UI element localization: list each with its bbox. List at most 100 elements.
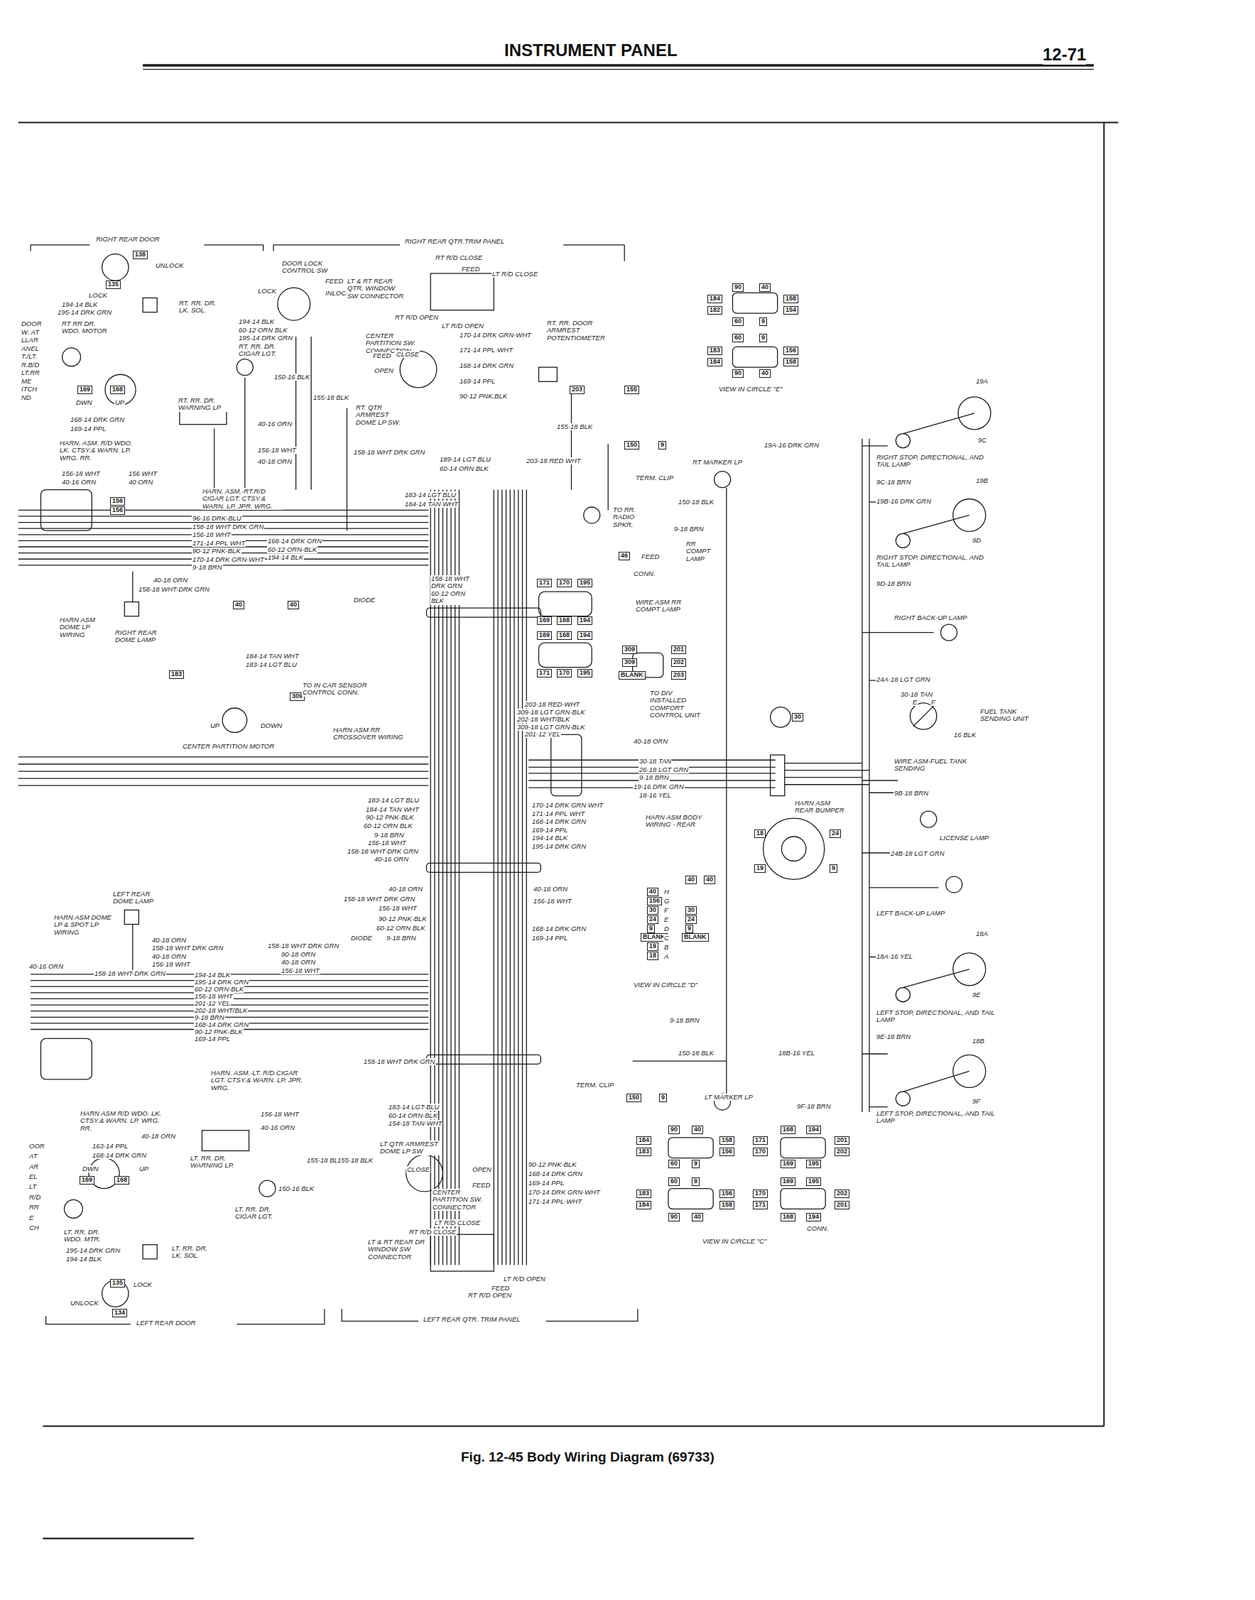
connector-cavity: 90 [668, 1125, 680, 1135]
wire-label: 9F [971, 1098, 981, 1106]
wire-label: 150-18 BLK [677, 498, 715, 506]
wire-label: CLOSE [406, 1166, 431, 1174]
wire-label: 9D [971, 536, 982, 545]
wire-label: UP [114, 399, 126, 407]
connector-cavity: 154 [783, 306, 799, 315]
wire-label: LT R/D CLOSE [491, 270, 539, 278]
wire-label: 60-12 ORN BLK [237, 326, 289, 334]
connector-cavity: 24 [685, 915, 697, 925]
wire-label: E [911, 698, 918, 706]
wire-label: HARN ASM DOME LP WIRING [58, 616, 103, 639]
wire-label: 158-18 WHT DRK GRN [151, 944, 224, 952]
wire-label: 156-18 WHT [367, 839, 407, 847]
connector-cavity: 138 [132, 250, 148, 260]
wire-label: 202-18 WHT/BLK [193, 1007, 248, 1015]
wire-label: TO RR. RADIO SPKR. [612, 506, 653, 529]
wire-label: 9C-18 BRN [875, 478, 912, 486]
wire-label: DIODE [350, 934, 373, 942]
wire-label: 40-18 ORN [140, 1132, 177, 1140]
connector-cavity: 9 [647, 924, 655, 934]
wire-label: 168-14 DRK GRN [531, 818, 587, 826]
wire-label: AT [28, 1152, 38, 1160]
connector-cavity: 90 [668, 1213, 680, 1222]
wire-label: 183-14 LGT-BLU [387, 1103, 440, 1111]
wire-label: LOCK [257, 287, 277, 295]
wire-label: 168-14 DRK GRN [527, 1170, 584, 1178]
wire-label: LEFT REAR DOME LAMP [112, 890, 155, 906]
wire-label: RIGHT REAR DOME LAMP [114, 629, 163, 645]
wire-label: VIEW IN CIRCLE "C" [701, 1237, 768, 1246]
connector-cavity: 158 [783, 294, 799, 304]
connector-cavity: 156 [647, 897, 662, 906]
wire-label: 40-18 ORN [387, 885, 424, 893]
connector-cavity: 156 [719, 1147, 735, 1157]
wire-label: 40-18 ORN [152, 576, 189, 584]
wire-label: HARN ASM DOME LP & SPOT LP WIRING [53, 914, 116, 937]
connector-cavity: 40 [759, 283, 771, 292]
wire-label: W. AT [20, 328, 40, 336]
connector-cavity: 201 [834, 1201, 850, 1210]
wire-label: TO DIV INSTALLED COMFORT CONTROL UNIT [649, 689, 708, 720]
wire-label: 156-18 WHT [151, 960, 192, 969]
connector-cavity: 171 [752, 1201, 768, 1210]
wire-label: 169-14 PPL [458, 377, 496, 385]
wire-label: 202-18 WHT/BLK [516, 715, 571, 724]
connector-cavity: 309 [622, 658, 638, 667]
wire-label: 40-18 ORN [532, 885, 569, 893]
wire-label: T./LT. [20, 352, 38, 361]
wire-label: 170-14 DRK GRN WHT [531, 801, 604, 809]
wire-label: 158-18 WHT-DRK GRN [137, 585, 211, 594]
wire-label: 169-14 PPL [69, 425, 107, 433]
wire-label: LT QTR ARMREST DOME LP SW [379, 1140, 442, 1156]
wire-label: 168-14 DRK GRN [91, 1152, 148, 1160]
connector-cavity: 194 [577, 616, 593, 626]
wire-label: HARN. ASM. R/D WDO. LK. CTSY.& WARN. LP.… [58, 439, 143, 462]
wire-label: 156-18 WHT [280, 967, 321, 975]
wire-label: 156-18 WHT [257, 446, 297, 454]
wire-label: FEED [372, 352, 392, 360]
connector-cavity: 169 [536, 631, 552, 640]
connector-cavity: 202 [834, 1147, 850, 1157]
connector-cavity: 40 [685, 875, 697, 885]
wire-label: 40-18 ORN [280, 958, 317, 966]
connector-cavity: 9 [658, 441, 667, 450]
wire-label: LT & RT REAR QTR. WINDOW SW CONNECTOR [346, 277, 407, 300]
wire-label: R/D [28, 1193, 42, 1202]
page-number: 12-71 [1042, 44, 1086, 65]
wire-label: 40-18 ORN [151, 936, 187, 944]
wire-label: CENTER PARTITION SW. CONNECTOR [431, 1188, 489, 1211]
wire-label: LEFT REAR QTR. TRIM PANEL [422, 1316, 522, 1324]
connector-cavity: 168 [556, 616, 572, 626]
connector-cavity: 60 [732, 317, 744, 327]
connector-cavity: 183 [169, 670, 184, 679]
connector-cavity: 183 [636, 1189, 652, 1199]
wire-label: 194-14 BLK [61, 301, 99, 309]
wire-label: LT. RR. DR. CIGAR LGT. [234, 1205, 281, 1221]
connector-cavity: 155 [624, 385, 640, 395]
wire-label: LT R/D OPEN [502, 1275, 547, 1283]
connector-cavity: 9 [759, 317, 768, 327]
wire-label: 170-14 DRK GRN-WHT [458, 331, 532, 339]
connector-cavity: 156 [110, 506, 126, 515]
connector-cavity: 194 [806, 1213, 822, 1222]
connector-cavity: 40 [703, 875, 716, 885]
connector-cavity: 156 [783, 346, 799, 356]
connector-cavity: 168 [780, 1125, 796, 1135]
connector-cavity: 201 [834, 1136, 850, 1145]
wire-label: UNLOCK [69, 1299, 100, 1307]
connector-cavity: 90 [732, 283, 744, 292]
connector-cavity: 24 [647, 915, 659, 925]
wire-label: 194-14 BLK [237, 318, 275, 326]
wire-label: LT [28, 1183, 37, 1191]
connector-cavity: 170 [556, 578, 572, 588]
wire-label: RT. RR. DR. WARNING LP [177, 397, 228, 412]
wire-label: WIRE ASM-FUEL TANK SENDING [893, 757, 973, 773]
wire-label: 40-18 ORN [151, 953, 187, 961]
wire-label: RIGHT REAR QTR.TRIM PANEL [404, 237, 505, 246]
wire-label: 195-14 DRK GRN [531, 843, 587, 851]
wire-label: 9-18 BRN [638, 774, 670, 782]
wire-label: 183-14 LGT BLU [245, 661, 298, 669]
wire-label: 40-16 ORN [61, 478, 97, 486]
connector-cavity: 30 [791, 713, 804, 722]
connector-cavity: 171 [752, 1136, 768, 1145]
